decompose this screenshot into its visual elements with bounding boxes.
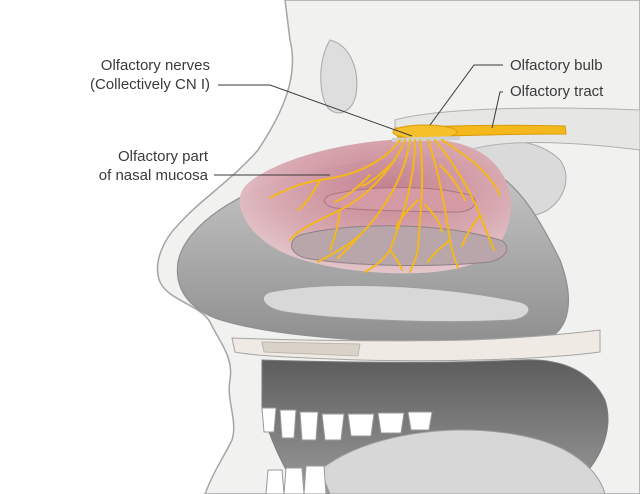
inferior-turbinate: [262, 284, 530, 323]
leader-olfactory-tract: [491, 91, 503, 129]
superior-turbinate: [324, 187, 476, 213]
upper-teeth: [261, 407, 433, 441]
olfactory-nerve-branches: [269, 139, 501, 273]
label-olfactory-mucosa-line2: of nasal mucosa: [98, 167, 208, 184]
leader-lines: [214, 64, 503, 176]
cribriform-plate: [391, 136, 461, 142]
label-olfactory-nerves-line1: Olfactory nerves: [100, 57, 210, 74]
tongue: [319, 429, 606, 494]
label-olfactory-nerves-line2: (Collectively CN I): [89, 76, 210, 93]
leader-olfactory-bulb: [429, 64, 503, 126]
label-olfactory-bulb-text: Olfactory bulb: [510, 57, 603, 74]
label-olfactory-tract-text: Olfactory tract: [510, 83, 604, 100]
label-olfactory-nerves: Olfactory nerves (Collectively CN I): [40, 56, 210, 94]
leader-olfactory-nerves: [218, 84, 413, 137]
label-olfactory-bulb: Olfactory bulb: [510, 56, 603, 75]
palate-bone-texture: [261, 341, 361, 357]
lower-teeth: [265, 465, 327, 494]
label-olfactory-tract: Olfactory tract: [510, 82, 603, 101]
label-olfactory-mucosa: Olfactory part of nasal mucosa: [40, 147, 208, 185]
label-olfactory-mucosa-line1: Olfactory part: [117, 148, 208, 165]
